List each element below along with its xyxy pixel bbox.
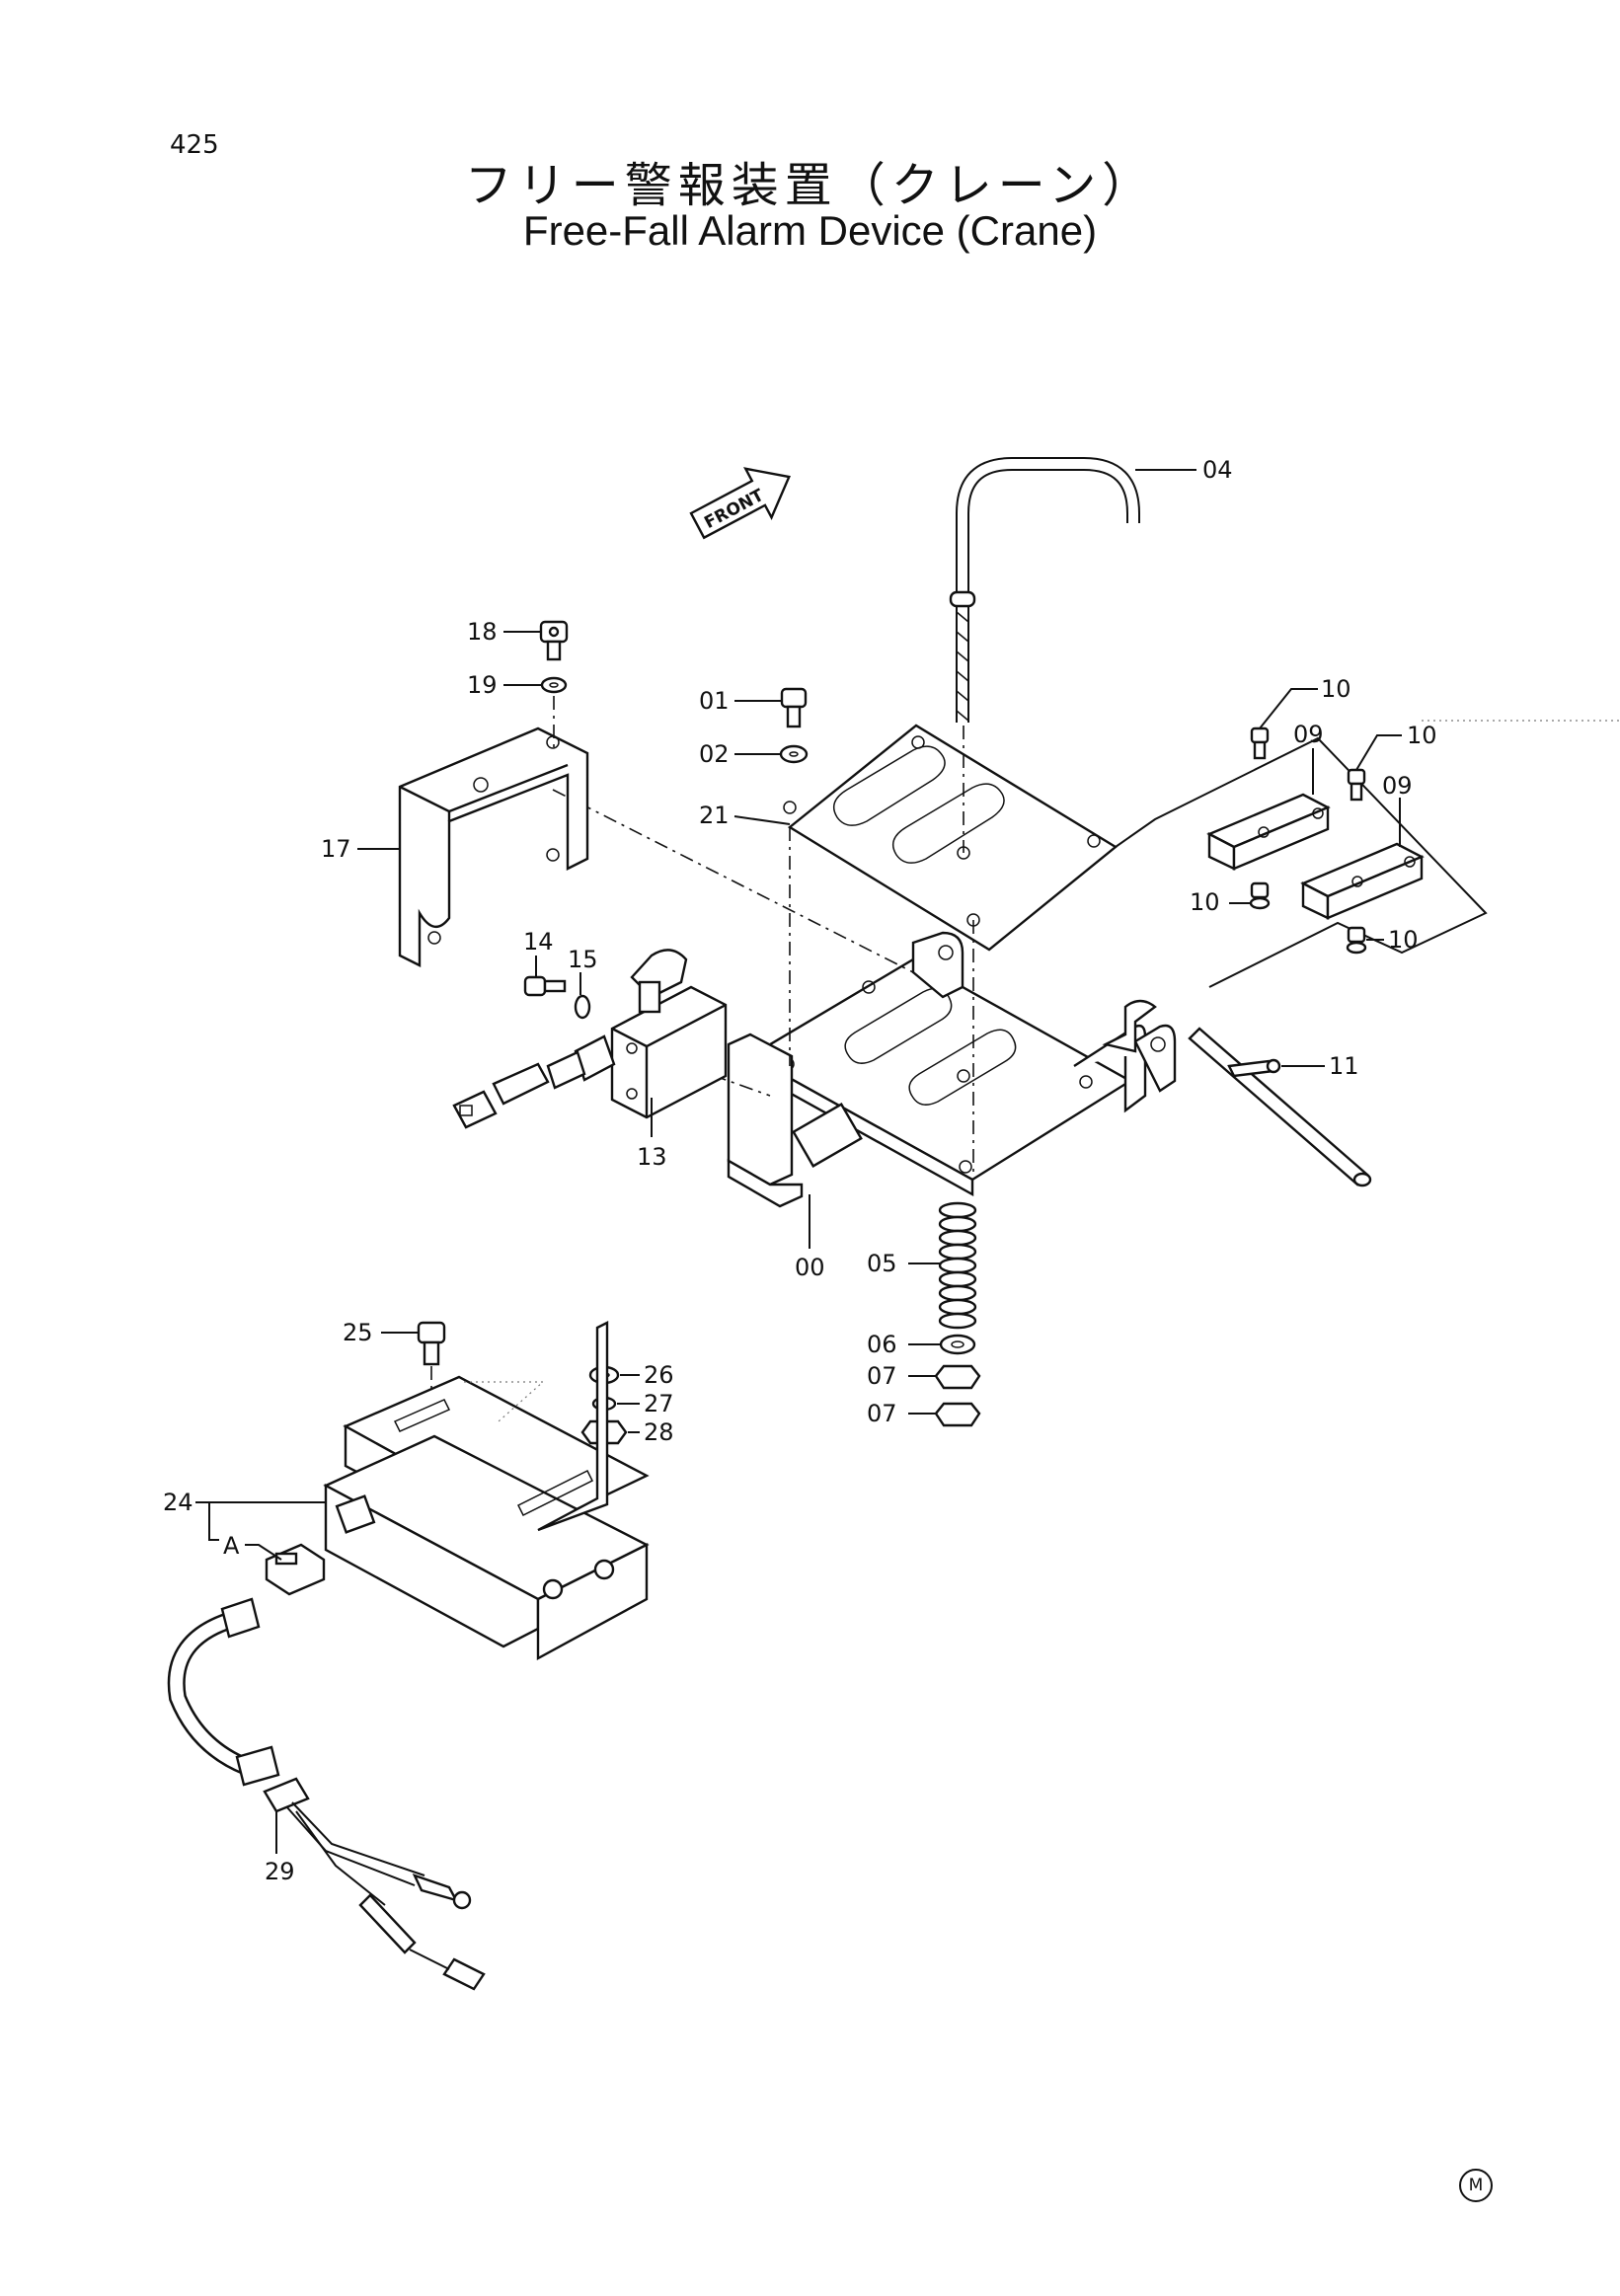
- part-13-limit-switch: [452, 949, 728, 1129]
- part-05-spring: [938, 1201, 977, 1330]
- callout-05: 05: [867, 1250, 897, 1277]
- callout-06: 06: [867, 1331, 897, 1358]
- callout-14: 14: [523, 928, 554, 956]
- part-10-screws: [1249, 727, 1367, 955]
- front-direction-arrow: FRONT: [689, 467, 791, 540]
- callout-18: 18: [467, 618, 498, 646]
- callout-00: 00: [795, 1254, 825, 1281]
- part-14-screw: [523, 975, 567, 997]
- callout-10-a: 10: [1321, 675, 1351, 703]
- part-04-rod: [949, 457, 1140, 723]
- part-06-washer: [939, 1334, 976, 1355]
- callout-01: 01: [699, 687, 730, 715]
- callout-09-b: 09: [1382, 772, 1413, 800]
- title-english: Free-Fall Alarm Device (Crane): [522, 207, 1098, 254]
- part-29-harness: [167, 1597, 486, 1991]
- callout-17: 17: [321, 835, 351, 863]
- callout-29: 29: [265, 1858, 295, 1885]
- callout-11: 11: [1329, 1052, 1359, 1080]
- title-japanese: フリー警報装置（クレーン）: [464, 158, 1156, 213]
- part-19-washer: [540, 676, 568, 694]
- part-01-bolt: [780, 687, 808, 728]
- part-00-bracket-assembly: [727, 931, 1177, 1208]
- part-07-nuts: [934, 1364, 981, 1427]
- part-21-plate: [783, 724, 1119, 952]
- callout-07-b: 07: [867, 1400, 897, 1427]
- callout-07-a: 07: [867, 1362, 897, 1390]
- part-09-block-left: [1206, 793, 1331, 871]
- callout-13: 13: [637, 1143, 667, 1171]
- callout-28: 28: [644, 1418, 674, 1446]
- callout-21: 21: [699, 802, 730, 829]
- callout-26: 26: [644, 1361, 674, 1389]
- callout-25: 25: [343, 1319, 373, 1346]
- callout-10-b: 10: [1407, 722, 1437, 749]
- callout-27: 27: [644, 1390, 674, 1417]
- callout-04: 04: [1202, 456, 1233, 484]
- part-24-controller: [323, 1321, 650, 1661]
- part-02-washer: [779, 744, 809, 764]
- callout-09-a: 09: [1293, 721, 1324, 748]
- callout-15: 15: [568, 946, 598, 973]
- callout-24: 24: [163, 1489, 193, 1516]
- callout-10-d: 10: [1388, 926, 1419, 954]
- m-circle-mark: M: [1459, 2169, 1493, 2202]
- callout-02: 02: [699, 740, 730, 768]
- part-15-washer: [574, 994, 591, 1020]
- callout-labels: 04 18 19 01 02 21 17 10 09 10 09 10 10 1…: [163, 456, 1437, 1885]
- part-09-block-right: [1300, 842, 1425, 920]
- part-18-bolt: [539, 620, 569, 661]
- part-A-connector: [245, 1543, 326, 1596]
- part-25-bolt: [417, 1321, 446, 1366]
- callout-A: A: [223, 1532, 240, 1560]
- callout-19: 19: [467, 671, 498, 699]
- page-number: 425: [170, 130, 219, 160]
- part-11-pin: [1188, 1027, 1372, 1187]
- callout-10-c: 10: [1190, 888, 1220, 916]
- part-17-bracket: [398, 727, 589, 967]
